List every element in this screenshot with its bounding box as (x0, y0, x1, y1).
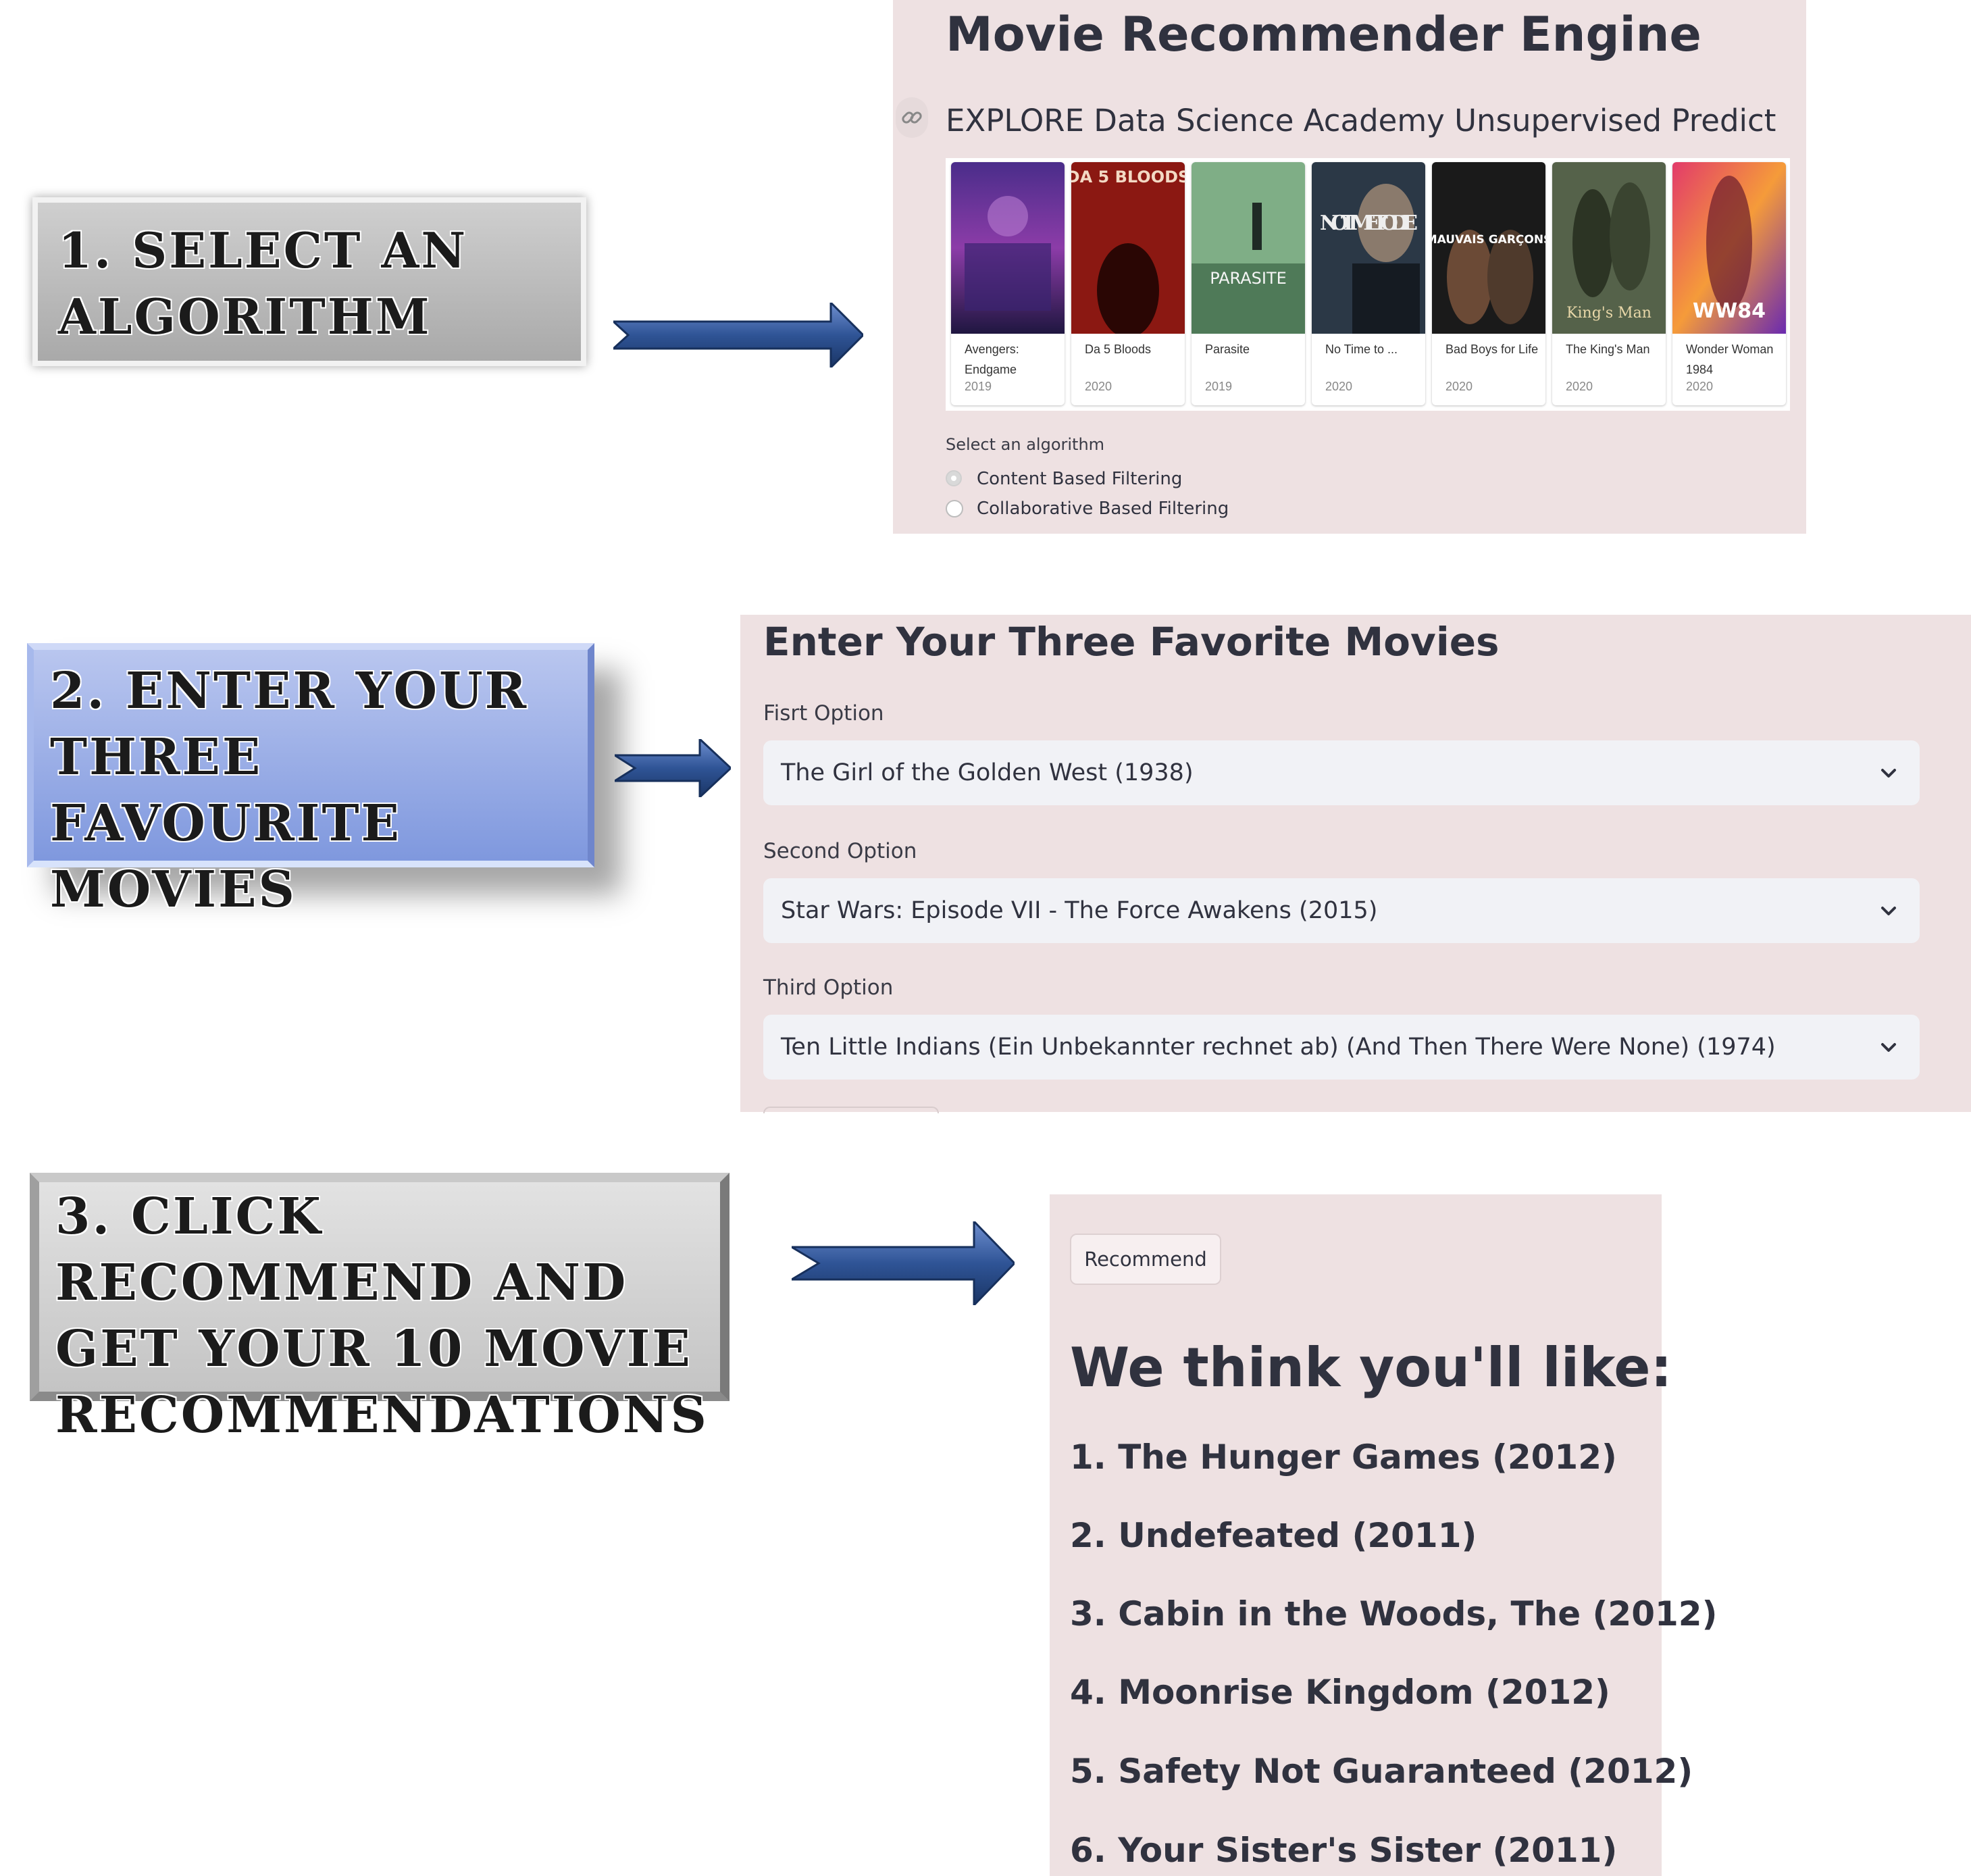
recommend-button-label: Recommend (1084, 1248, 1207, 1271)
algorithm-label: Select an algorithm (946, 435, 1105, 454)
poster-card[interactable]: PARASITE Parasite 2019 (1192, 162, 1305, 405)
poster-image: MAUVAIS GARÇONS (1432, 162, 1545, 334)
algorithm-panel: Movie Recommender Engine EXPLORE Data Sc… (893, 0, 1806, 534)
recommendation-item: 1. The Hunger Games (2012) (1070, 1438, 1617, 1477)
poster-title: No Time to ... (1325, 343, 1398, 356)
poster-year: 2020 (1445, 380, 1473, 393)
chevron-down-icon[interactable] (1878, 1036, 1899, 1058)
select-value: Star Wars: Episode VII - The Force Awake… (781, 897, 1378, 924)
poster-title: Avengers: Endgame (965, 343, 1019, 376)
recommendation-item: 3. Cabin in the Woods, The (2012) (1070, 1594, 1718, 1633)
recommendation-item: 5. Safety Not Guaranteed (2012) (1070, 1752, 1693, 1791)
radio-label: Content Based Filtering (977, 469, 1183, 489)
svg-text:DA 5 BLOODS: DA 5 BLOODS (1071, 168, 1185, 186)
arrow-right-icon (615, 739, 731, 797)
third-option-select[interactable]: Ten Little Indians (Ein Unbekannter rech… (763, 1015, 1920, 1080)
second-option-label: Second Option (763, 839, 917, 863)
recommend-button[interactable]: Recommend (1070, 1234, 1221, 1285)
poster-card[interactable]: MAUVAIS GARÇONS Bad Boys for Life 2020 (1432, 162, 1545, 405)
poster-year: 2020 (1085, 380, 1112, 393)
poster-title: The King's Man (1566, 343, 1650, 356)
link-icon[interactable] (896, 97, 928, 138)
select-value: Ten Little Indians (Ein Unbekannter rech… (781, 1034, 1776, 1061)
chevron-down-icon[interactable] (1878, 762, 1899, 784)
svg-text:WW84: WW84 (1693, 299, 1766, 323)
poster-title: Da 5 Bloods (1085, 343, 1152, 356)
first-option-select[interactable]: The Girl of the Golden West (1938) (763, 740, 1920, 805)
recommendation-item: 4. Moonrise Kingdom (2012) (1070, 1673, 1610, 1712)
svg-text:King's Man: King's Man (1566, 305, 1652, 322)
arrow-right-icon (613, 303, 863, 367)
poster-title: Parasite (1205, 343, 1250, 356)
recommendations-panel: Recommend We think you'll like: 1. The H… (1050, 1194, 1717, 1876)
step1-box: 1. Select an algorithm (32, 197, 586, 366)
poster-image (951, 162, 1065, 334)
poster-strip: Avengers: Endgame 2019 DA 5 BLOODS Da 5 … (946, 158, 1790, 411)
poster-card[interactable]: NO TIME TO DIE No Time to ... 2020 (1312, 162, 1425, 405)
radio-selected-icon[interactable] (946, 470, 962, 486)
poster-year: 2020 (1686, 380, 1714, 393)
app-title: Movie Recommender Engine (946, 7, 1701, 62)
svg-text:MAUVAIS GARÇONS: MAUVAIS GARÇONS (1432, 233, 1545, 247)
poster-year: 2020 (1566, 380, 1593, 393)
poster-image: PARASITE (1192, 162, 1305, 334)
poster-card[interactable]: DA 5 BLOODS Da 5 Bloods 2020 (1071, 162, 1185, 405)
favorites-heading: Enter Your Three Favorite Movies (763, 619, 1500, 665)
poster-card[interactable]: King's Man The King's Man 2020 (1552, 162, 1666, 405)
first-option-label: Fisrt Option (763, 701, 884, 726)
step2-box: 2. Enter your three favourite movies (27, 643, 594, 919)
step1-text: 1. Select an algorithm (58, 222, 468, 345)
chevron-down-icon[interactable] (1878, 900, 1899, 921)
poster-year: 2020 (1325, 380, 1353, 393)
cropped-button-edge (763, 1107, 939, 1113)
select-value: The Girl of the Golden West (1938) (781, 759, 1194, 786)
svg-text:PARASITE: PARASITE (1210, 269, 1287, 288)
poster-image: King's Man (1552, 162, 1666, 334)
poster-card[interactable]: Avengers: Endgame 2019 (951, 162, 1065, 405)
poster-image: DA 5 BLOODS (1071, 162, 1185, 334)
svg-text:NO TIME TO DIE: NO TIME TO DIE (1320, 211, 1418, 235)
radio-unselected-icon[interactable] (946, 500, 963, 517)
poster-card[interactable]: WW84 Wonder Woman 1984 2020 (1672, 162, 1786, 405)
poster-title: Bad Boys for Life (1445, 343, 1539, 356)
recommendation-item: 6. Your Sister's Sister (2011) (1070, 1831, 1618, 1870)
poster-image: WW84 (1672, 162, 1786, 334)
radio-label: Collaborative Based Filtering (977, 499, 1229, 519)
favorites-panel: Enter Your Three Favorite Movies Fisrt O… (740, 615, 1971, 1113)
app-subtitle: EXPLORE Data Science Academy Unsupervise… (946, 103, 1776, 138)
recommendations-heading: We think you'll like: (1070, 1336, 1672, 1399)
poster-image: NO TIME TO DIE (1312, 162, 1425, 334)
poster-title: Wonder Woman 1984 (1686, 343, 1774, 376)
poster-year: 2019 (1205, 380, 1233, 393)
step3-text: 3. Click recommend and get your 10 movie… (55, 1188, 709, 1444)
third-option-label: Third Option (763, 975, 894, 1000)
arrow-right-icon (792, 1221, 1015, 1305)
step3-box: 3. Click recommend and get your 10 movie… (30, 1173, 729, 1444)
poster-year: 2019 (965, 380, 992, 393)
step2-text: 2. Enter your three favourite movies (50, 662, 529, 919)
recommendation-item: 2. Undefeated (2011) (1070, 1516, 1477, 1555)
second-option-select[interactable]: Star Wars: Episode VII - The Force Awake… (763, 878, 1920, 943)
